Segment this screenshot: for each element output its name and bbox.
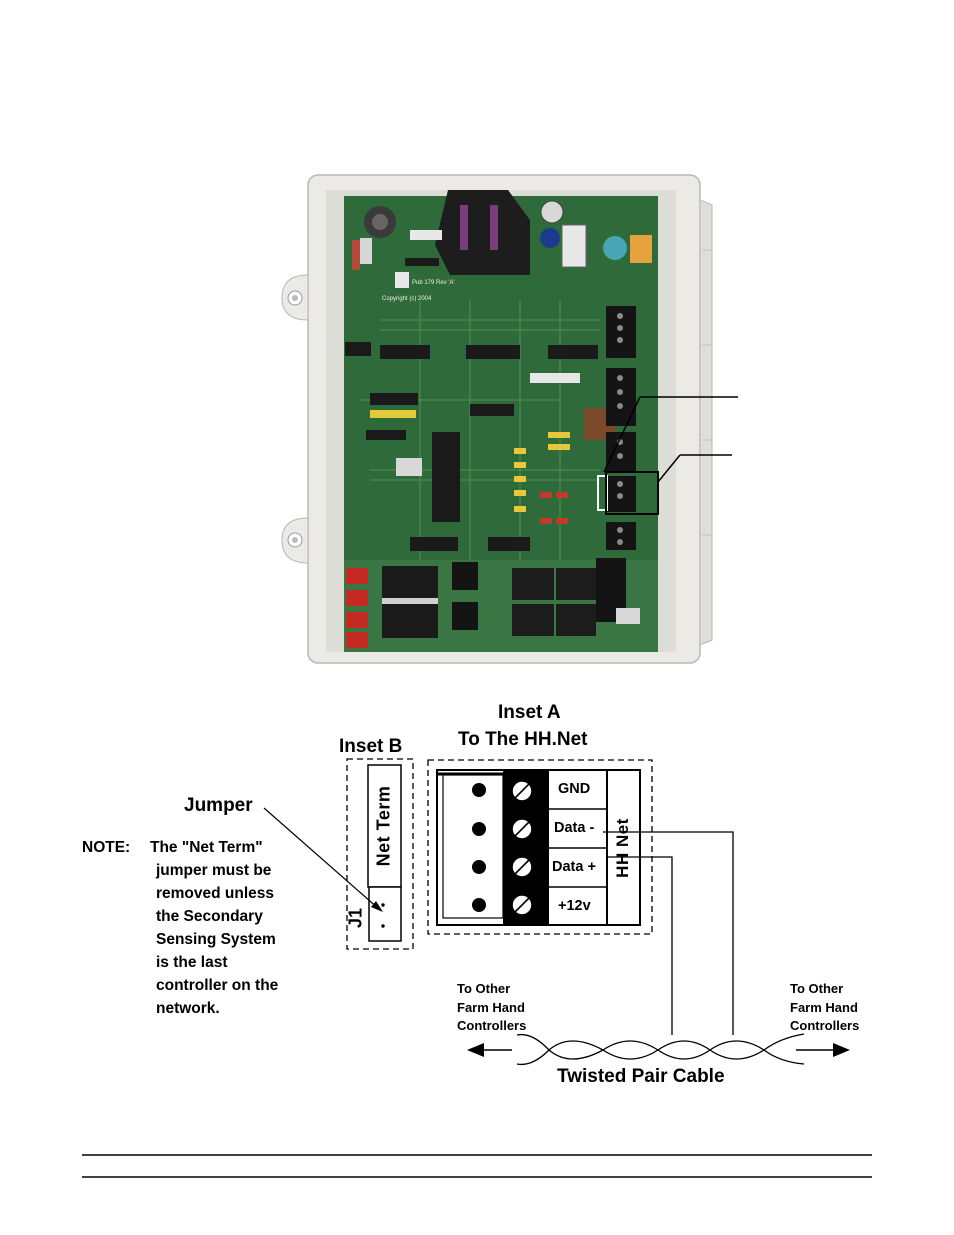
inset-a-title: Inset A — [498, 702, 561, 723]
inset-a-box — [427, 759, 653, 935]
mounting-tab-top — [281, 274, 309, 321]
j1-pin-bottom — [381, 924, 385, 928]
net-term-label-box — [367, 764, 402, 888]
left-arrowhead — [467, 1043, 484, 1057]
right-arrowhead — [833, 1043, 850, 1057]
relays — [512, 568, 596, 636]
twisted-pair-cable — [516, 1033, 805, 1066]
note-line: controller on the — [156, 977, 279, 994]
inset-b-box — [346, 758, 414, 950]
terminal-label-data-plus: Data + — [552, 859, 596, 875]
note-line: The "Net Term" — [150, 839, 263, 856]
note-line: jumper must be — [156, 862, 272, 879]
left-cable-label: To Other Farm Hand Controllers — [457, 980, 526, 1036]
twisted-pair-label: Twisted Pair Cable — [557, 1066, 725, 1087]
right-cable-label: To Other Farm Hand Controllers — [790, 980, 859, 1036]
note-line: the Secondary — [156, 908, 263, 925]
net-term-label: Net Term — [373, 785, 394, 867]
heatsink — [435, 190, 530, 275]
data-minus-wire — [603, 831, 734, 1035]
jumper-arrow-line — [263, 807, 380, 910]
note-line: removed unless — [156, 885, 275, 902]
leader-line-a — [657, 454, 681, 483]
note-body: The "Net Term" jumper must be removed un… — [150, 836, 278, 1020]
left-cable-label-line: Controllers — [457, 1018, 527, 1033]
terminal-screws — [511, 780, 533, 916]
right-cable-label-line: To Other — [790, 981, 844, 996]
terminal-label-gnd: GND — [558, 781, 591, 797]
j1-pin-top — [381, 903, 385, 907]
j1-header — [368, 886, 402, 942]
jumper-callout: Jumper — [184, 795, 253, 816]
wire-holes — [472, 783, 486, 912]
note-line: Sensing System — [156, 931, 276, 948]
right-cable-label-line: Farm Hand — [790, 999, 858, 1015]
j1-label: J1 — [345, 907, 366, 929]
leader-line-b — [603, 396, 641, 473]
board-pub-label: Pub 179 Rev 'A' — [412, 280, 455, 286]
inset-b-title: Inset B — [339, 736, 403, 757]
left-cable-label-line: To Other — [457, 981, 511, 996]
jumper-arrowhead — [371, 901, 383, 912]
right-cable-label-line: Controllers — [790, 1018, 860, 1033]
note-line: network. — [156, 1000, 220, 1017]
wire-entry-column — [442, 774, 504, 919]
note-prefix: NOTE: — [82, 839, 131, 856]
mounting-tab-bottom — [281, 517, 309, 564]
data-plus-wire — [606, 856, 673, 1035]
left-cable-label-line: Farm Hand — [457, 999, 525, 1015]
terminal-label-12v: +12v — [558, 898, 591, 914]
terminal-label-data-minus: Data - — [554, 820, 595, 836]
hh-net-label: HH Net — [613, 818, 632, 878]
inset-a-location-box — [605, 471, 659, 515]
inset-a-subtitle: To The HH.Net — [458, 729, 588, 750]
board-copyright-label: Copyright (c) 2004 — [382, 296, 432, 302]
note-line: is the last — [156, 954, 228, 971]
